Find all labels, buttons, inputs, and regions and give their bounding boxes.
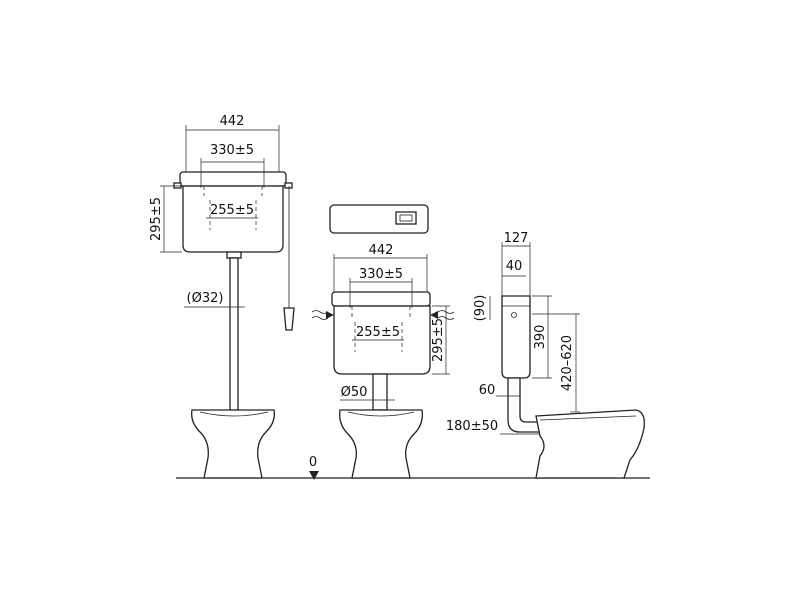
side-offset-label: 180±50 (446, 419, 498, 434)
low-height-label: 295±5 (431, 318, 446, 362)
high-pipe-label: (Ø32) (187, 291, 224, 306)
side-inner-label: 40 (506, 259, 523, 274)
side-height-label: 390 (533, 325, 548, 350)
side-bend-label: 60 (479, 383, 496, 398)
side-depth-label: 127 (504, 231, 529, 246)
high-inlet-label: 330±5 (210, 143, 254, 158)
low-cistern-lid (331, 291, 431, 307)
side-dimensions: 127 40 (90) 390 420–620 60 180±50 (446, 231, 580, 435)
high-cistern-handle-right (284, 182, 293, 189)
high-width-label: 442 (220, 114, 245, 129)
high-flush-pipe (229, 257, 239, 411)
low-inlet-label: 330±5 (359, 267, 403, 282)
high-pull-handle (283, 307, 295, 331)
high-outlet-collar (226, 251, 242, 259)
low-dimensions: 442 330±5 255±5 295±5 Ø50 (333, 243, 450, 401)
side-view (501, 295, 645, 479)
high-toilet-pan (191, 409, 275, 479)
floor-level-marker (309, 471, 319, 480)
high-height-label: 295±5 (149, 197, 164, 241)
low-width-label: 442 (369, 243, 394, 258)
side-cistern-body (501, 295, 531, 379)
side-flush-bend (507, 377, 541, 433)
high-mount-label: 255±5 (210, 203, 254, 218)
side-top-label: (90) (473, 295, 488, 322)
side-toilet-pan (535, 409, 645, 479)
low-pipe-label: Ø50 (341, 385, 368, 400)
cover-button (395, 211, 417, 225)
high-level-cistern (173, 171, 295, 479)
high-cistern-handle-left (173, 182, 182, 189)
low-flush-pipe (372, 373, 388, 411)
high-dimensions: 442 330±5 255±5 295±5 (Ø32) (149, 114, 280, 308)
high-cistern-body (182, 185, 284, 253)
side-range-label: 420–620 (560, 335, 575, 391)
side-fixing-point (511, 312, 517, 318)
high-cistern-lid (179, 171, 287, 187)
floor-level-label: 0 (309, 455, 317, 470)
low-mount-label: 255±5 (356, 325, 400, 340)
low-toilet-pan (339, 409, 423, 479)
